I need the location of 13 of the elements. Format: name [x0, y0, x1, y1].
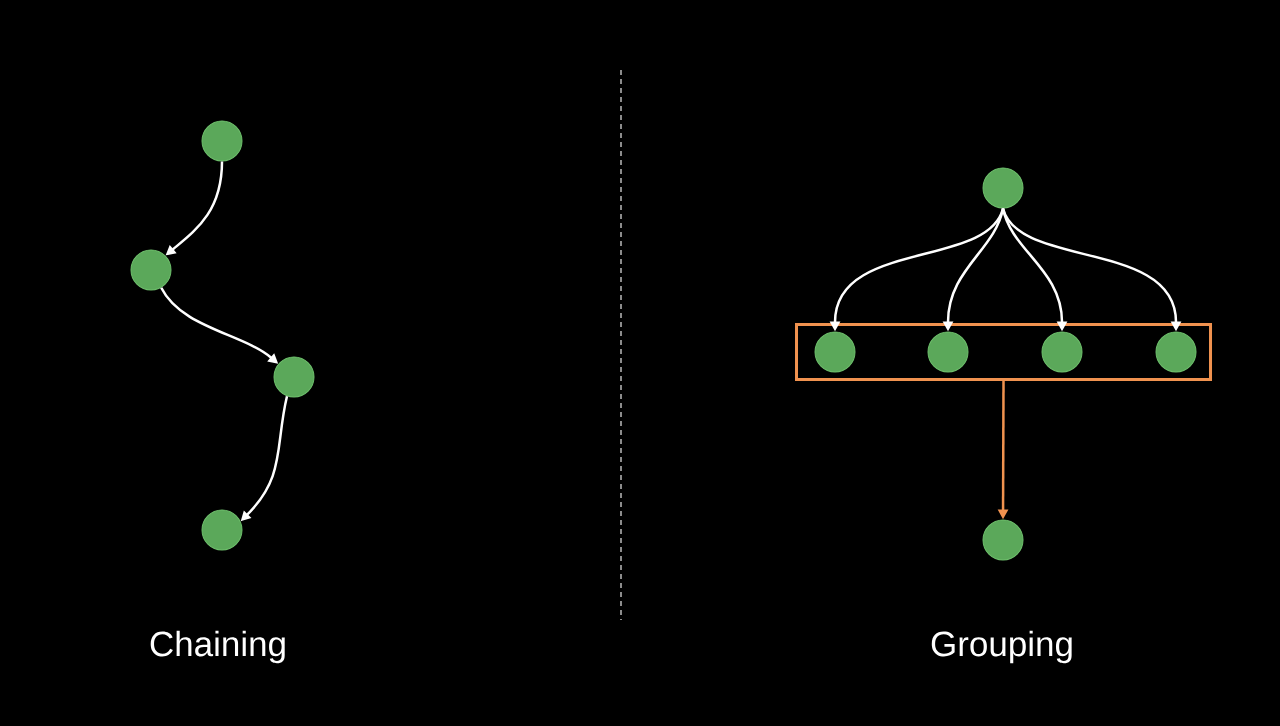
circle-node [982, 519, 1024, 561]
circle-node [1155, 331, 1197, 373]
section-label: Grouping [931, 630, 1072, 664]
circle-node [1041, 331, 1083, 373]
circle-node [273, 356, 315, 398]
circle-node [201, 120, 243, 162]
circle-node [201, 509, 243, 551]
group-box [795, 323, 1212, 381]
section-label: Chaining [150, 630, 285, 664]
circle-node [927, 331, 969, 373]
circle-node [982, 167, 1024, 209]
circle-node [130, 249, 172, 291]
circle-node [814, 331, 856, 373]
